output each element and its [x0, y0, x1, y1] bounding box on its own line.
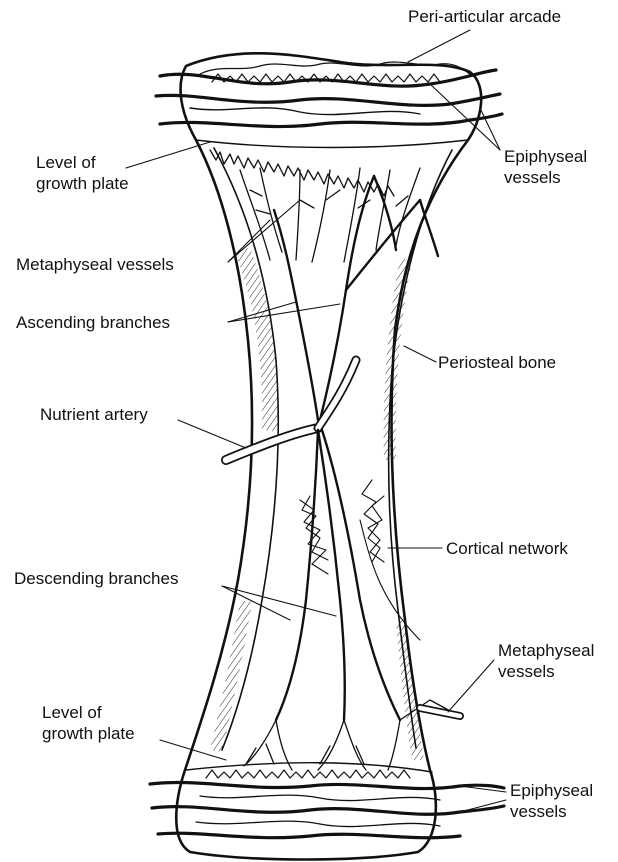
label-peri-articular-arcade: Peri-articular arcade [408, 6, 561, 27]
growth-plate-top [196, 140, 468, 148]
label-descending-branches: Descending branches [14, 568, 178, 589]
label-metaphyseal-vessels-top: Metaphyseal vessels [16, 254, 174, 275]
descending-branches [276, 430, 400, 720]
growth-plate-bottom-vessels [206, 770, 410, 778]
leader-nutrient-artery [178, 420, 246, 448]
leader-periosteal-bone [404, 346, 436, 362]
label-level-growth-plate-bottom: Level of growth plate [42, 702, 135, 744]
leader-metaphyseal-top-2 [228, 200, 300, 262]
label-metaphyseal-vessels-bottom: Metaphyseal vessels [498, 640, 594, 682]
label-cortical-network: Cortical network [446, 538, 568, 559]
periosteal-hatch-left [234, 248, 278, 432]
periosteal-hatch-right [384, 258, 412, 460]
leader-peri-articular-arcade [408, 30, 470, 62]
cortical-network [300, 480, 420, 640]
peri-articular-arcade [200, 62, 472, 82]
label-ascending-branches: Ascending branches [16, 312, 170, 333]
label-nutrient-artery: Nutrient artery [40, 404, 148, 425]
leader-growth-plate-top [126, 142, 210, 168]
label-periosteal-bone: Periosteal bone [438, 352, 556, 373]
nutrient-artery [226, 360, 356, 460]
label-epiphyseal-vessels-top: Epiphyseal vessels [504, 146, 587, 188]
periosteal-hatch-right-lower [396, 620, 424, 760]
label-epiphyseal-vessels-bottom: Epiphyseal vessels [510, 780, 593, 822]
epiphyseal-vessels-bottom [150, 782, 504, 837]
leader-metaphyseal-bottom [448, 660, 494, 712]
label-level-growth-plate-top: Level of growth plate [36, 152, 129, 194]
cortex-inner-right [389, 150, 452, 748]
